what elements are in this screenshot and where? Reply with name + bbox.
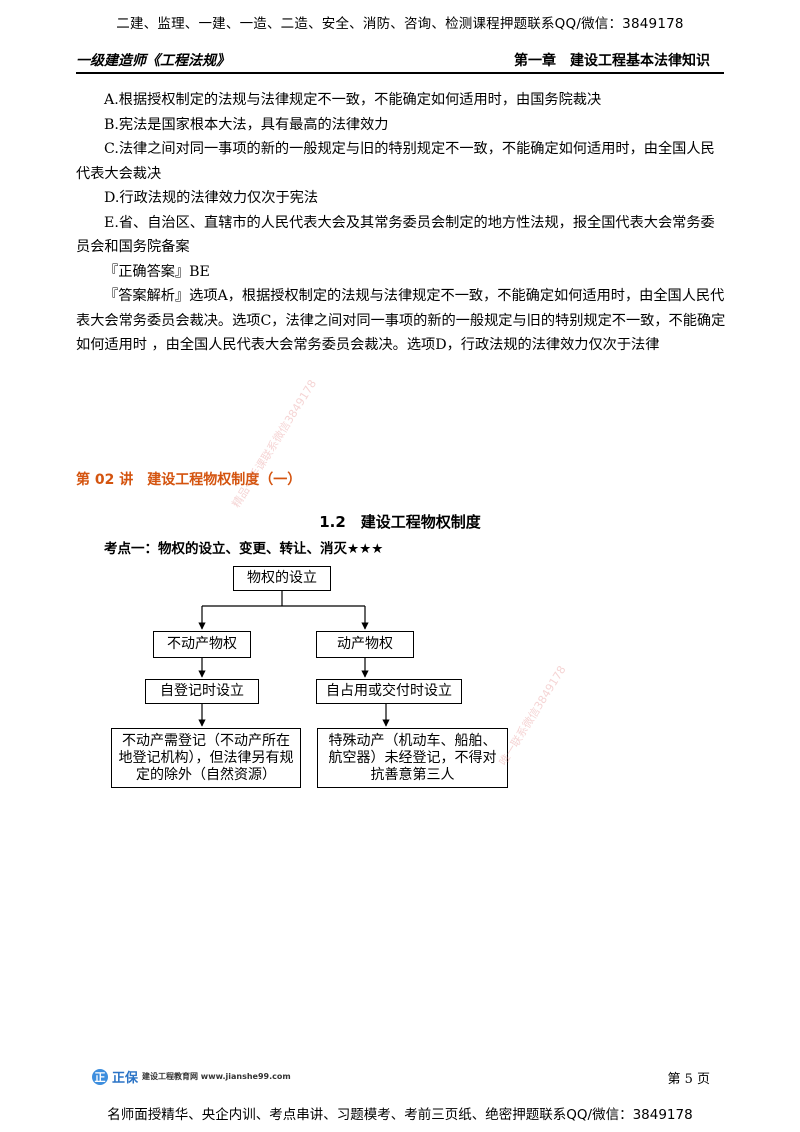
option-c: C.法律之间对同一事项的新的一般规定与旧的特别规定不一致，不能确定如何适用时，由… [76,141,715,182]
option-e: E.省、自治区、直辖市的人民代表大会及其常务委员会制定的地方性法规，报全国代表大… [76,214,715,256]
question-options: A.根据授权制定的法规与法律规定不一致，不能确定如何适用时，由国务院裁决 B.宪… [76,88,726,358]
option-b: B.宪法是国家根本大法，具有最高的法律效力 [104,116,389,133]
diagram-immovable-type-box: 不动产物权 [153,631,251,658]
diagram-movable-type-box: 动产物权 [316,631,414,658]
header-chapter-title: 第一章 建设工程基本法律知识 [514,53,710,69]
answer-analysis: 『答案解析』选项A，根据授权制定的法规与法律规定不一致，不能确定如何适用时，由全… [76,288,726,353]
header-book-title: 一级建造师《工程法规》 [76,53,230,69]
logo-name: 正保 [112,1071,139,1086]
diagram-immovable-rule-box: 自登记时设立 [145,679,259,704]
option-d: D.行政法规的法律效力仅次于宪法 [104,190,319,206]
watermark-1: 精品一手课联系微信3849178 [229,377,320,510]
correct-answer: 『正确答案』BE [104,263,210,280]
top-banner: 二建、监理、一建、一造、二造、安全、消防、咨询、检测课程押题联系QQ/微信：38… [116,16,684,32]
footer-logo: 正 正保 建设工程教育网 www.jianshe99.com [92,1067,291,1086]
option-a: A.根据授权制定的法规与法律规定不一致，不能确定如何适用时，由国务院裁决 [104,92,602,108]
logo-subtitle: 建设工程教育网 www.jianshe99.com [142,1072,291,1081]
lecture-title: 第 02 讲 建设工程物权制度（一） [76,472,302,488]
diagram-movable-note-box: 特殊动产（机动车、船舶、航空器）未经登记，不得对抗善意第三人 [317,728,508,788]
page-number: 第 5 页 [667,1072,710,1087]
topic-heading: 考点一：物权的设立、变更、转让、消灭★★★ [104,541,384,557]
diagram-immovable-note-box: 不动产需登记（不动产所在地登记机构），但法律另有规定的除外（自然资源） [111,728,301,788]
section-title: 1.2 建设工程物权制度 [319,513,481,531]
bottom-banner: 名师面授精华、央企内训、考点串讲、习题模考、考前三页纸、绝密押题联系QQ/微信：… [107,1107,693,1123]
diagram-root-box: 物权的设立 [233,566,331,591]
header-rule [76,72,724,74]
logo-icon: 正 [92,1068,108,1085]
watermark-2: 唯一联系微信3849178 [496,663,569,768]
diagram-movable-rule-box: 自占用或交付时设立 [316,679,462,704]
